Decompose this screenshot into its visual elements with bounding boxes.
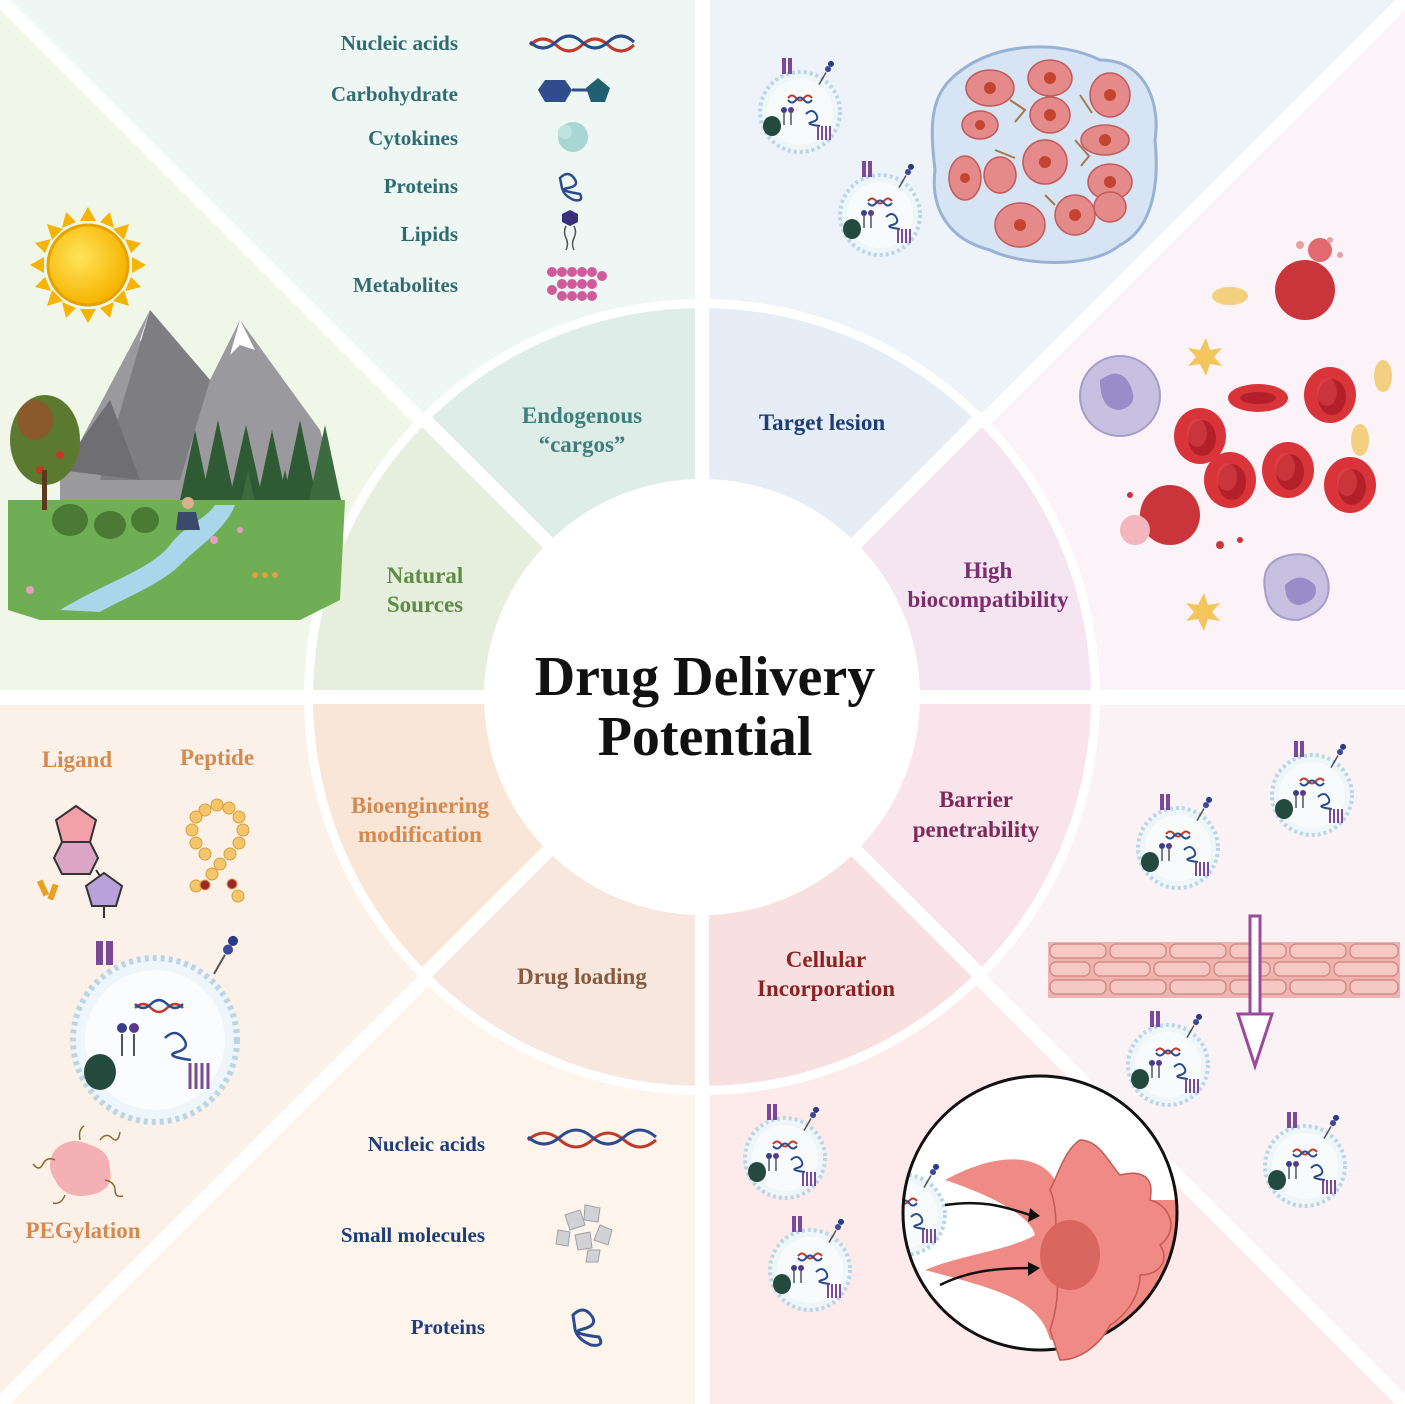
segment-bioeng-line2: modification [358, 822, 482, 847]
blood-cells [1079, 237, 1392, 631]
cargo-icons [528, 34, 636, 301]
platelet-star-1 [1188, 338, 1222, 376]
endothelial-barrier [1048, 914, 1400, 1071]
sun-icon [30, 207, 146, 323]
cargo-item-1: Nucleic acids [341, 31, 458, 55]
tumor-tissue [930, 45, 1158, 264]
shrub-tree [10, 395, 80, 510]
ruptured-cell-1 [1275, 237, 1343, 320]
segment-natural-line2: Sources [387, 592, 463, 617]
segment-cellular-line2: Incorporation [757, 976, 895, 1001]
cytokine-icon [558, 122, 588, 152]
segment-loading-label: Drug loading [517, 964, 647, 989]
loading-item-2: Small molecules [341, 1223, 485, 1247]
loading-item-3: Proteins [411, 1315, 485, 1339]
cargo-item-3: Cytokines [368, 126, 458, 150]
white-cell-1 [1079, 355, 1161, 437]
segment-cellular-line1: Cellular [786, 947, 867, 972]
down-arrow-icon [1235, 914, 1275, 1071]
segment-barrier-line2: penetrability [913, 817, 1040, 842]
white-cell-2 [1263, 553, 1330, 622]
loading-item-1: Nucleic acids [368, 1132, 485, 1156]
segment-target-label: Target lesion [759, 410, 885, 435]
target-cell [1040, 1139, 1172, 1361]
loading-protein-icon [571, 1308, 603, 1347]
protein-icon [558, 172, 583, 202]
peptide-label: Peptide [180, 745, 254, 770]
metabolite-icon [547, 267, 607, 301]
small-molecule-icon [555, 1204, 613, 1263]
pegylation-label: PEGylation [25, 1218, 140, 1243]
dna-icon [528, 34, 636, 53]
title-line-1: Drug Delivery [535, 646, 876, 708]
ligand-label: Ligand [42, 747, 113, 772]
ruptured-cell-2 [1120, 485, 1243, 549]
carbohydrate-icon [538, 78, 610, 102]
platelet-star-2 [1186, 593, 1220, 631]
title-line-2: Potential [598, 706, 813, 768]
peptide-icon [185, 798, 250, 903]
segment-biocompat-line1: High [964, 558, 1013, 583]
segment-natural-line1: Natural [387, 563, 464, 588]
segment-endogenous-line1: Endogenous [522, 403, 642, 428]
segment-barrier-line1: Barrier [939, 787, 1013, 812]
peg-icon [32, 1125, 124, 1205]
cargo-item-6: Metabolites [353, 273, 458, 297]
loading-dna-icon [527, 1128, 657, 1149]
segment-endogenous-line2: “cargos” [539, 432, 626, 457]
engineered-vesicle [70, 935, 240, 1125]
lipid-icon [562, 210, 578, 251]
segment-biocompat-line2: biocompatibility [907, 587, 1069, 612]
cargo-item-4: Proteins [384, 174, 458, 198]
cargo-item-5: Lipids [401, 222, 458, 246]
nature-landscape [8, 207, 345, 620]
cargo-item-2: Carbohydrate [331, 82, 458, 106]
ligand-icon [36, 804, 124, 918]
segment-bioeng-line1: Bioenginering [351, 793, 490, 818]
person-icon [176, 497, 200, 530]
